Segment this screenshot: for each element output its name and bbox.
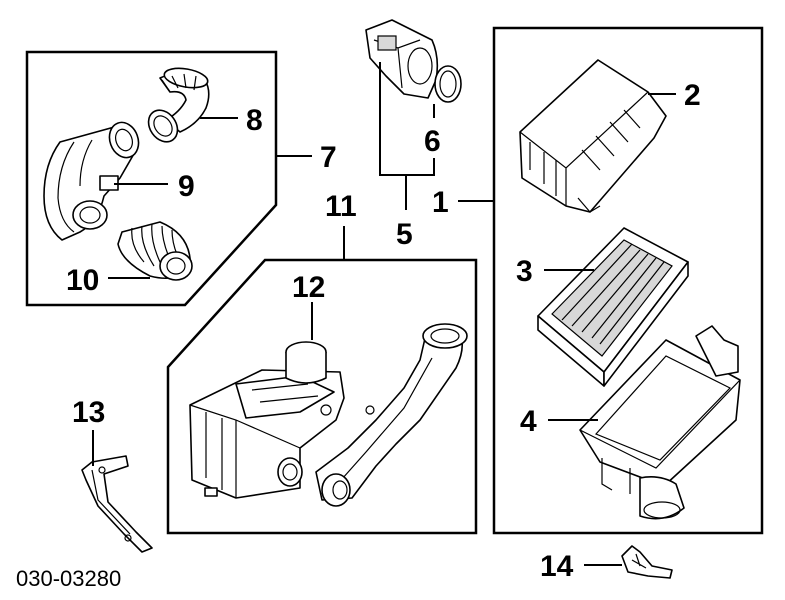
callout-2: 2 <box>684 79 701 112</box>
callout-5: 5 <box>396 218 413 251</box>
callout-8: 8 <box>246 104 263 137</box>
callout-6: 6 <box>424 125 441 158</box>
callout-7: 7 <box>320 141 337 174</box>
resonator-duct-drawing <box>315 323 468 507</box>
callout-1: 1 <box>432 186 449 219</box>
drawing-code: 030-03280 <box>16 566 121 591</box>
callout-11: 11 <box>325 190 357 223</box>
callout-4: 4 <box>520 405 537 438</box>
callout-13: 13 <box>72 396 105 429</box>
upper-air-duct-drawing <box>147 67 210 143</box>
group-1-frame <box>492 26 764 535</box>
callout-10: 10 <box>66 264 99 297</box>
callout-9: 9 <box>178 170 195 203</box>
bellows-hose-drawing <box>117 221 193 281</box>
callout-3: 3 <box>516 255 533 288</box>
group-11-frame <box>166 258 478 535</box>
air-cleaner-lower-case-drawing <box>579 325 741 520</box>
resonator-chamber-drawing <box>189 341 345 499</box>
callout-14: 14 <box>540 550 574 583</box>
air-cleaner-cover-drawing <box>519 59 667 213</box>
air-filter-element-drawing <box>537 227 689 387</box>
maf-sensor-drawing <box>365 19 439 99</box>
mounting-bracket-drawing <box>81 455 153 553</box>
callout-12: 12 <box>292 271 325 304</box>
maf-gasket-drawing <box>434 65 462 103</box>
retaining-clip-drawing <box>621 545 673 579</box>
intake-air-duct-drawing <box>43 121 140 241</box>
group-7-frame <box>25 50 278 307</box>
